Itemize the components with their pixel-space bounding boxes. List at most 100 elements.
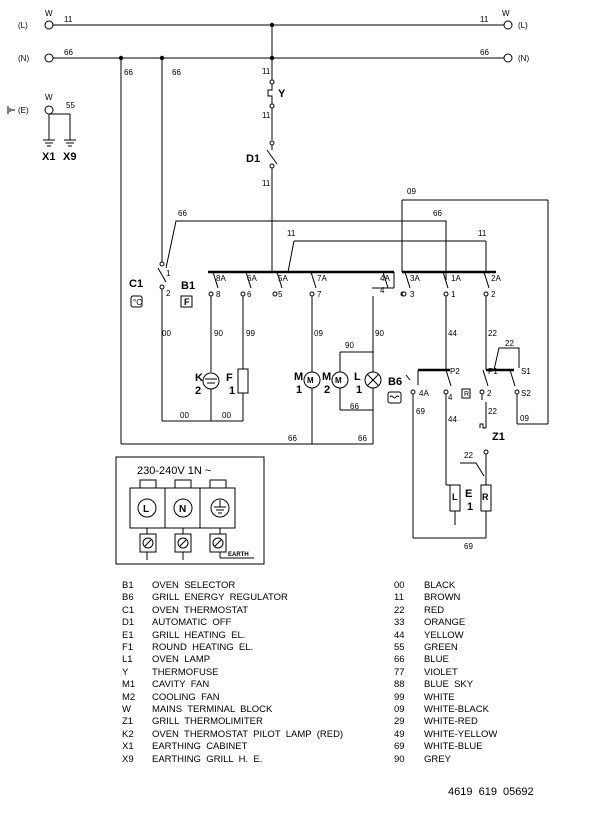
b6-term-2: 2 — [487, 389, 492, 398]
label-z1: Z1 — [492, 431, 505, 443]
wire-09-s2: 09 — [520, 414, 529, 423]
label-d1: D1 — [246, 153, 260, 165]
b1-term-7a: 7A — [317, 274, 327, 283]
label-n-left: (N) — [18, 54, 29, 63]
wire-11-d1: 11 — [262, 179, 271, 188]
wire-11-y-bot: 11 — [262, 111, 271, 120]
color-legend-row-text: GREEN — [424, 642, 458, 654]
wire-22-z1: 22 — [488, 407, 497, 416]
label-b1: B1 — [181, 280, 195, 292]
wire-11-top-left: 11 — [64, 15, 73, 24]
wire-69-e1: 69 — [464, 542, 473, 551]
color-legend-row-text: WHITE-YELLOW — [424, 728, 498, 740]
wire-66-lamp: 66 — [358, 434, 367, 443]
mains-rails — [44, 20, 513, 115]
wire-11-mid-right: 11 — [478, 229, 487, 238]
component-legend-row-text: EARTHING CABINET — [152, 741, 248, 753]
wire-11-top-right: 11 — [480, 15, 489, 24]
wire-00-f1: 00 — [222, 411, 231, 420]
term-1: 1 — [451, 290, 456, 299]
wire-66-top-right: 66 — [433, 209, 442, 218]
e1-resistor-glyph: R — [482, 492, 489, 502]
term-s2: S2 — [521, 389, 531, 398]
color-legend-row-code: 66 — [394, 654, 405, 666]
label-l-right: (L) — [518, 21, 528, 30]
component-legend-row-code: W — [122, 704, 131, 716]
color-legend-row-text: BROWN — [424, 592, 461, 604]
wire-09-top: 09 — [407, 187, 416, 196]
color-legend-row-code: 99 — [394, 691, 405, 703]
b1-term-5: 5 — [278, 290, 283, 299]
component-legend-row-code: F1 — [122, 642, 134, 654]
label-f1: 1 — [229, 385, 235, 397]
grill-regulator-b6 — [387, 296, 520, 404]
component-legend-row: X1 EARTHING CABINET — [122, 741, 343, 753]
e1-lamp-glyph: L — [452, 492, 458, 502]
b1-term-8a: 8A — [216, 274, 226, 283]
label-e-left: (E) — [18, 106, 29, 115]
label-m2-m: M — [322, 371, 331, 383]
terminal-earth: EARTH — [228, 552, 249, 558]
color-legend-row-text: WHITE — [424, 691, 455, 703]
wire-44-b6: 44 — [448, 329, 457, 338]
round-heating-f1 — [211, 296, 249, 422]
component-legend-row-text: EARTHING GRILL H. E. — [152, 753, 263, 765]
b1-term-4a: 4A — [380, 274, 390, 283]
label-f: F — [226, 372, 233, 384]
color-legend-row-text: BLACK — [424, 580, 456, 591]
term-p2: P2 — [450, 367, 460, 376]
component-legend-row-text: COOLING FAN — [152, 691, 220, 703]
term-2a: 2A — [491, 274, 501, 283]
label-m1-1: 1 — [296, 384, 302, 396]
component-legend-row-code: B6 — [122, 592, 134, 604]
wire-66-bottom: 66 — [288, 434, 297, 443]
component-legend-row-text: AUTOMATIC OFF — [152, 617, 232, 629]
pilot-lamp-k2 — [162, 296, 220, 422]
component-legend-row-code: X1 — [122, 741, 134, 753]
wire-99: 99 — [246, 329, 255, 338]
b6-term-r: R — [464, 391, 469, 398]
color-legend-row-code: 09 — [394, 704, 405, 716]
component-legend-row-text: THERMOFUSE — [152, 666, 219, 678]
cooling-fan-m2 — [331, 351, 373, 411]
oven-lamp-l1 — [312, 296, 382, 445]
wire-66-m2: 66 — [350, 402, 359, 411]
component-legend-row-code: C1 — [122, 604, 135, 616]
c1-term-1: 1 — [166, 269, 171, 278]
color-legend-row-text: WHITE-BLACK — [424, 704, 489, 716]
color-legend-row-text: RED — [424, 604, 445, 616]
wire-66-n-left: 66 — [64, 48, 73, 57]
earth-icon — [7, 106, 15, 114]
cavity-fan-m1 — [120, 58, 321, 445]
motor-m1-glyph: M — [307, 376, 314, 385]
color-legend-row-text: VIOLET — [424, 666, 458, 678]
color-legend-row-text: WHITE-BLUE — [424, 741, 483, 753]
component-legend-row-code: K2 — [122, 728, 134, 740]
color-legend-row-code: 55 — [394, 642, 405, 654]
color-legend-row-code: 88 — [394, 679, 405, 691]
label-m1-m: M — [294, 371, 303, 383]
selector-group-2 — [287, 199, 549, 424]
component-legend-row-code: Y — [122, 666, 129, 678]
label-m2-2: 2 — [324, 384, 330, 396]
component-legend-row: Y THERMOFUSE — [122, 667, 343, 679]
label-l1-l: L — [354, 371, 361, 383]
term-3: 3 — [410, 290, 415, 299]
color-legend-row: 55 GREEN — [394, 642, 497, 654]
